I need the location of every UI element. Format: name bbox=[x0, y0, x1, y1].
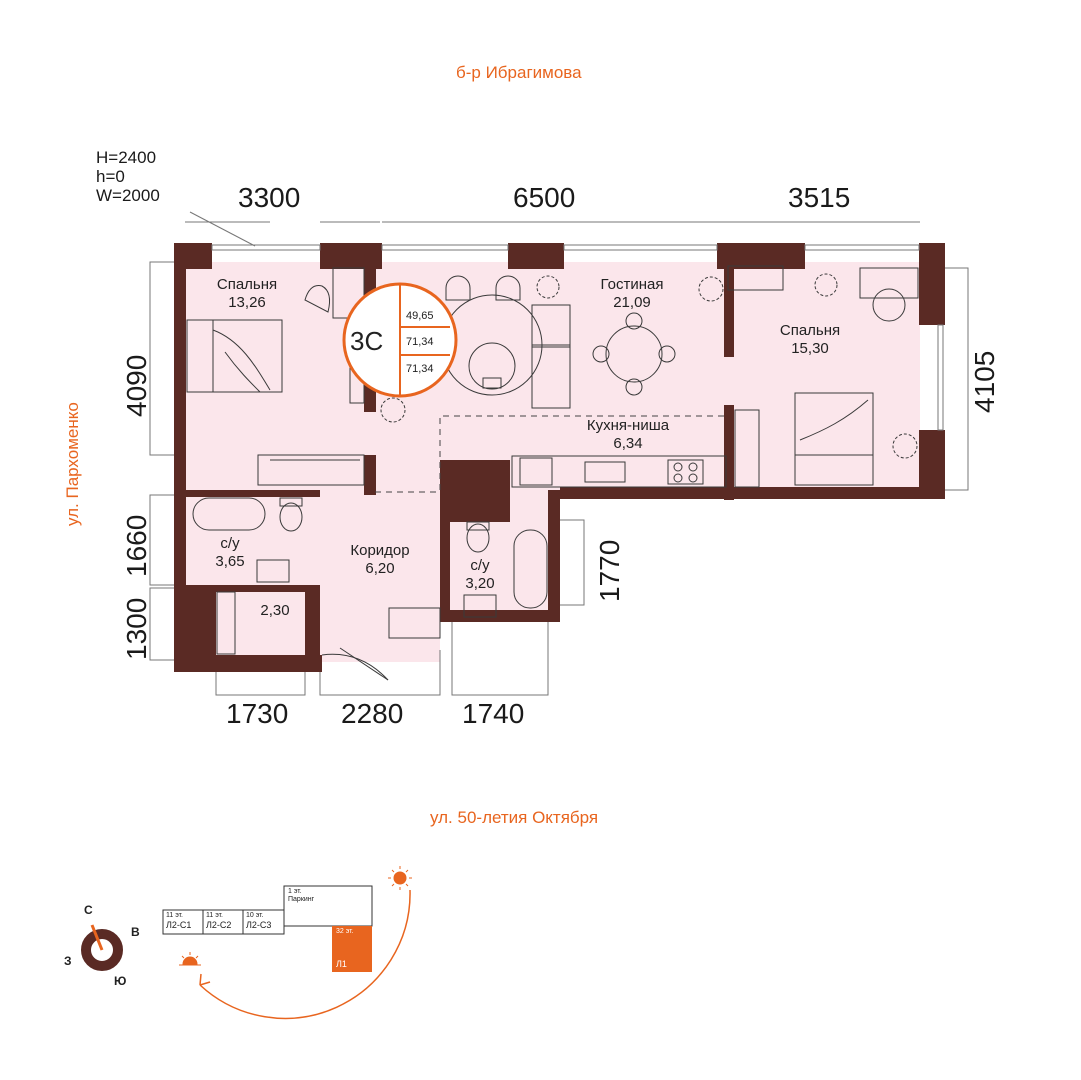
sun-icon bbox=[388, 866, 412, 890]
apartment-badge bbox=[342, 282, 458, 398]
site-plan bbox=[162, 885, 411, 1020]
window-frames bbox=[149, 211, 969, 696]
compass-north: С bbox=[84, 903, 93, 917]
room-area: 3,20 bbox=[465, 575, 495, 592]
block-3: 10 эт. Л2-С3 bbox=[246, 912, 272, 930]
window-spec: H=2400 h=0 W=2000 bbox=[96, 148, 160, 205]
room-area: 13,26 bbox=[228, 294, 266, 311]
street-bottom: ул. 50-летия Октября bbox=[430, 808, 599, 827]
compass-east: В bbox=[131, 925, 140, 939]
room-area: 2,30 bbox=[260, 602, 290, 619]
room-bathroom-left: с/у 3,65 bbox=[205, 535, 255, 571]
floor-area bbox=[185, 262, 920, 662]
dim-bottom-3: 1740 bbox=[462, 698, 525, 729]
badge-area-total-2: 71,34 bbox=[406, 363, 434, 375]
parking-block: 1 эт. Паркинг bbox=[288, 888, 315, 903]
dim-bottom-2: 2280 bbox=[341, 698, 404, 729]
room-bedroom-right: Спальня 15,30 bbox=[768, 322, 852, 358]
dim-top-3: 3515 bbox=[788, 182, 851, 213]
dim-left-2: 1660 bbox=[121, 514, 152, 577]
sunrise-icon bbox=[179, 952, 201, 966]
room-living: Гостиная 21,09 bbox=[590, 276, 674, 312]
window-height: H=2400 bbox=[96, 148, 157, 167]
dim-left-3: 1300 bbox=[121, 597, 152, 660]
room-name: Спальня bbox=[216, 276, 278, 293]
badge-area-living: 49,65 bbox=[406, 310, 434, 322]
compass-south: Ю bbox=[114, 974, 127, 988]
tower-code: Л1 bbox=[336, 959, 347, 969]
room-name: с/у bbox=[470, 557, 490, 574]
badge-area-total: 71,34 bbox=[406, 336, 434, 348]
tower-floors: 32 эт. bbox=[336, 928, 354, 935]
room-name: с/у bbox=[220, 535, 240, 552]
room-area: 6,20 bbox=[365, 560, 395, 577]
room-kitchen: Кухня-ниша 6,34 bbox=[563, 417, 693, 453]
dim-left-1: 4090 bbox=[121, 354, 152, 417]
window-width: W=2000 bbox=[96, 186, 160, 205]
furniture bbox=[186, 265, 919, 681]
kitchen-niche-outline bbox=[439, 415, 728, 490]
dim-bottom-1: 1730 bbox=[226, 698, 289, 729]
block-2: 11 эт. Л2-С2 bbox=[206, 912, 232, 930]
street-left: ул. Пархоменко bbox=[63, 402, 82, 526]
room-name: Кухня-ниша bbox=[586, 417, 670, 434]
dim-top-1: 3300 bbox=[238, 182, 301, 213]
apartment-code: 3С bbox=[350, 326, 384, 356]
room-name: Коридор bbox=[350, 542, 410, 559]
dim-top-2: 6500 bbox=[513, 182, 576, 213]
room-bathroom-right: с/у 3,20 bbox=[455, 557, 505, 593]
room-bedroom-left: Спальня 13,26 bbox=[205, 276, 289, 312]
room-name: Гостиная bbox=[600, 276, 664, 293]
window-sill: h=0 bbox=[96, 167, 125, 186]
block-1: 11 эт. Л2-С1 bbox=[166, 912, 192, 930]
room-area: 6,34 bbox=[613, 435, 643, 452]
room-storage: 2,30 bbox=[250, 602, 300, 620]
room-area: 3,65 bbox=[215, 553, 245, 570]
street-top: б-р Ибрагимова bbox=[456, 63, 582, 82]
room-corridor: Коридор 6,20 bbox=[335, 542, 425, 578]
room-area: 21,09 bbox=[613, 294, 651, 311]
room-area: 15,30 bbox=[791, 340, 829, 357]
compass-west: З bbox=[64, 954, 72, 968]
room-name: Спальня bbox=[779, 322, 841, 339]
compass-icon bbox=[81, 924, 123, 971]
dim-right-1: 4105 bbox=[969, 350, 1000, 413]
dim-right-2: 1770 bbox=[594, 539, 625, 602]
